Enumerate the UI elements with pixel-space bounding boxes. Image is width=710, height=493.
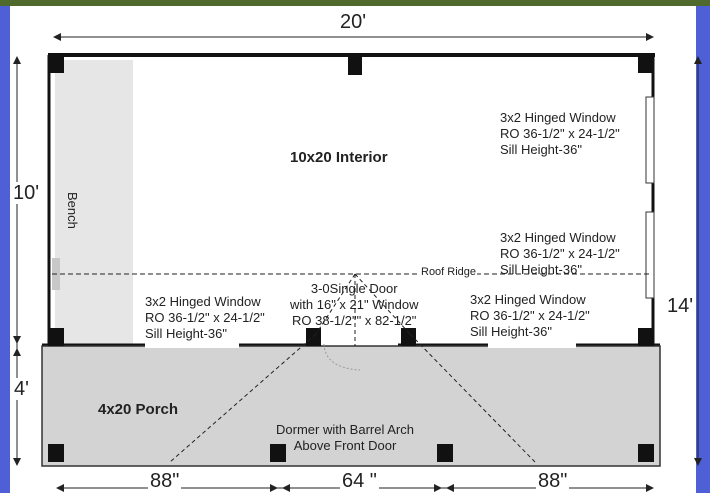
post-door-left [306, 328, 321, 346]
dim-right-arrow-bottom [694, 458, 702, 466]
front-right-window-label: 3x2 Hinged Window RO 36-1/2" x 24-1/2" S… [470, 292, 590, 339]
dim-interior-depth-label: 10' [13, 182, 40, 204]
dim-left-arrow-top [13, 56, 21, 64]
dim-porch-depth-label: 4' [14, 378, 29, 400]
dim-bottom-right-label: 88" [536, 470, 570, 492]
dim-bottom-arrow-6 [646, 484, 654, 492]
dim-left-arrow-mid-a [13, 336, 21, 344]
post-top-middle [348, 57, 362, 75]
dormer-line-porch-right [409, 333, 536, 463]
right-lower-window-label: 3x2 Hinged Window RO 36-1/2" x 24-1/2" S… [500, 230, 620, 277]
post-bottom-right [638, 444, 654, 462]
post-top-right [638, 55, 654, 73]
dim-right-arrow-top [694, 56, 702, 64]
dim-left-arrow-mid-b [13, 348, 21, 356]
dim-width-label: 20' [337, 11, 370, 33]
dormer-line-porch-left [169, 333, 317, 463]
door-label: 3-0Single Door with 16" x 21" Window RO … [290, 281, 419, 328]
dim-top-arrow-right [646, 33, 654, 41]
dim-left-arrow-bottom [13, 458, 21, 466]
bench-area [55, 60, 133, 344]
front-left-window-label: 3x2 Hinged Window RO 36-1/2" x 24-1/2" S… [145, 294, 265, 341]
front-window-left-gap [145, 342, 239, 348]
front-window-right-gap [488, 342, 576, 348]
door-swing [323, 343, 361, 371]
dim-bottom-arrow-2 [270, 484, 278, 492]
post-mid-left [48, 328, 64, 346]
top-stripe [0, 0, 710, 6]
dormer-line-a [315, 273, 356, 335]
porch-area [42, 346, 660, 466]
dim-bottom-arrow-3 [282, 484, 290, 492]
post-top-left [48, 55, 64, 73]
bench-label: Bench [65, 192, 80, 229]
post-bottom-middle-left [270, 444, 286, 462]
right-window-upper [645, 96, 655, 184]
dim-total-depth-label: 14' [667, 295, 694, 317]
post-mid-right [638, 328, 654, 346]
dim-bottom-arrow-1 [56, 484, 64, 492]
dim-bottom-middle-label: 64 " [340, 470, 379, 492]
porch-room-label: 4x20 Porch [98, 401, 179, 418]
post-door-right [401, 328, 416, 346]
dim-top-arrow-left [53, 33, 61, 41]
right-window-lower [645, 211, 655, 299]
porch-outline [41, 345, 661, 467]
post-bottom-middle-right [437, 444, 453, 462]
interior-room-label: 10x20 Interior [290, 149, 388, 166]
dim-bottom-arrow-5 [446, 484, 454, 492]
roof-ridge-label: Roof Ridge [420, 264, 478, 280]
dormer-label: Dormer with Barrel Arch Above Front Door [276, 422, 414, 453]
right-upper-window-label: 3x2 Hinged Window RO 36-1/2" x 24-1/2" S… [500, 110, 620, 157]
dim-bottom-arrow-4 [434, 484, 442, 492]
post-bottom-left [48, 444, 64, 462]
dim-bottom-left-label: 88" [148, 470, 182, 492]
